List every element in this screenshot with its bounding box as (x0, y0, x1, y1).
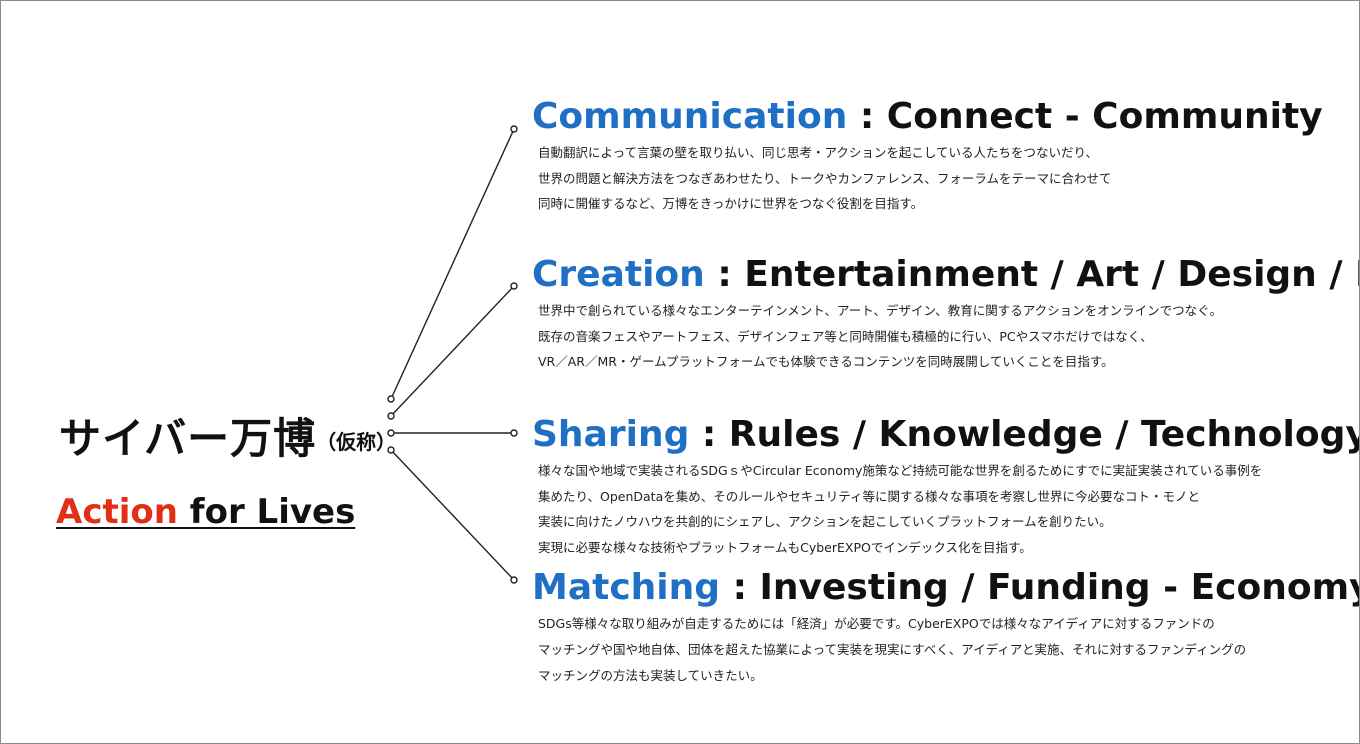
section-matching: Matching : Investing / Funding - Economy… (532, 567, 1359, 689)
connector-dot (387, 429, 395, 437)
section-sharing: Sharing : Rules / Knowledge / Technology… (532, 414, 1359, 560)
connector-dot (510, 125, 518, 133)
connector-dot (510, 576, 518, 584)
description-line: 集めたり、OpenDataを集め、そのルールやセキュリティ等に関する様々な事項を… (538, 488, 1200, 504)
connector-matching (390, 449, 515, 581)
section-description: 様々な国や地域で実装されるSDGｓやCircular Economy施策など持続… (538, 458, 1352, 560)
description-line: 実装に向けたノウハウを共創的にシェアし、アクションを起こしていくプラットフォーム… (538, 514, 1112, 529)
section-heading: Creation : Entertainment / Art / Design … (532, 254, 1359, 295)
connector-dot (387, 412, 395, 420)
description-line: 世界中で創られている様々なエンターテインメント、アート、デザイン、教育に関するア… (538, 303, 1223, 318)
description-line: マッチングや国や地自体、団体を超えた協業によって実装を現実にすべく、アイディアと… (538, 642, 1247, 657)
connector-dot (387, 446, 395, 454)
section-description: 自動翻訳によって言葉の壁を取り払い、同じ思考・アクションを起こしている人たちをつ… (538, 140, 1352, 217)
connector-creation (390, 285, 515, 417)
slogan-rest: for Lives (177, 492, 356, 532)
description-line: 同時に開催するなど、万博をきっかけに世界をつなぐ役割を目指す。 (538, 196, 924, 211)
slogan-accent: Action (56, 492, 178, 532)
section-keyword: Matching (532, 567, 721, 608)
description-line: 自動翻訳によって言葉の壁を取り払い、同じ思考・アクションを起こしている人たちをつ… (538, 145, 1099, 160)
main-title: サイバー万博（仮称） (59, 405, 396, 466)
section-description: 世界中で創られている様々なエンターテインメント、アート、デザイン、教育に関するア… (538, 298, 1352, 375)
section-subtitle: : Entertainment / Art / Design / Educati… (717, 254, 1359, 295)
section-creation: Creation : Entertainment / Art / Design … (532, 254, 1359, 375)
connector-dot (510, 282, 518, 290)
section-keyword: Communication (532, 96, 848, 137)
section-heading: Sharing : Rules / Knowledge / Technology (532, 414, 1359, 455)
description-line: 世界の問題と解決方法をつなぎあわせたり、トークやカンファレンス、フォーラムをテー… (538, 170, 1112, 186)
connector-dot (510, 429, 518, 437)
main-title-note: （仮称） (316, 430, 397, 454)
section-subtitle: : Investing / Funding - Economy (720, 567, 1360, 608)
description-line: VR／AR／MR・ゲームプラットフォームでも体験できるコンテンツを同時展開してい… (538, 354, 1114, 369)
section-subtitle: : Rules / Knowledge / Technology (689, 414, 1360, 455)
description-line: マッチングの方法も実装していきたい。 (538, 668, 763, 683)
connector-dot (387, 395, 395, 403)
connector-communication (390, 128, 515, 400)
main-title-text: サイバー万博 (59, 414, 317, 463)
description-line: SDGs等様々な取り組みが自走するためには「経済」が必要です。CyberEXPO… (538, 616, 1215, 631)
section-keyword: Sharing (532, 414, 690, 455)
slogan: Action for Lives (56, 492, 355, 532)
section-heading: Communication : Connect - Community (532, 97, 1352, 137)
section-communication: Communication : Connect - Community 自動翻訳… (532, 97, 1352, 217)
description-line: 様々な国や地域で実装されるSDGｓやCircular Economy施策など持続… (538, 463, 1263, 478)
section-keyword: Creation (532, 254, 705, 295)
section-heading: Matching : Investing / Funding - Economy (532, 567, 1359, 608)
section-subtitle: : Connect - Community (847, 96, 1323, 137)
description-line: 既存の音楽フェスやアートフェス、デザインフェア等と同時開催も積極的に行い、PCや… (538, 328, 1153, 344)
section-description: SDGs等様々な取り組みが自走するためには「経済」が必要です。CyberEXPO… (538, 611, 1352, 689)
description-line: 実現に必要な様々な技術やプラットフォームもCyberEXPOでインデックス化を目… (538, 539, 1032, 555)
